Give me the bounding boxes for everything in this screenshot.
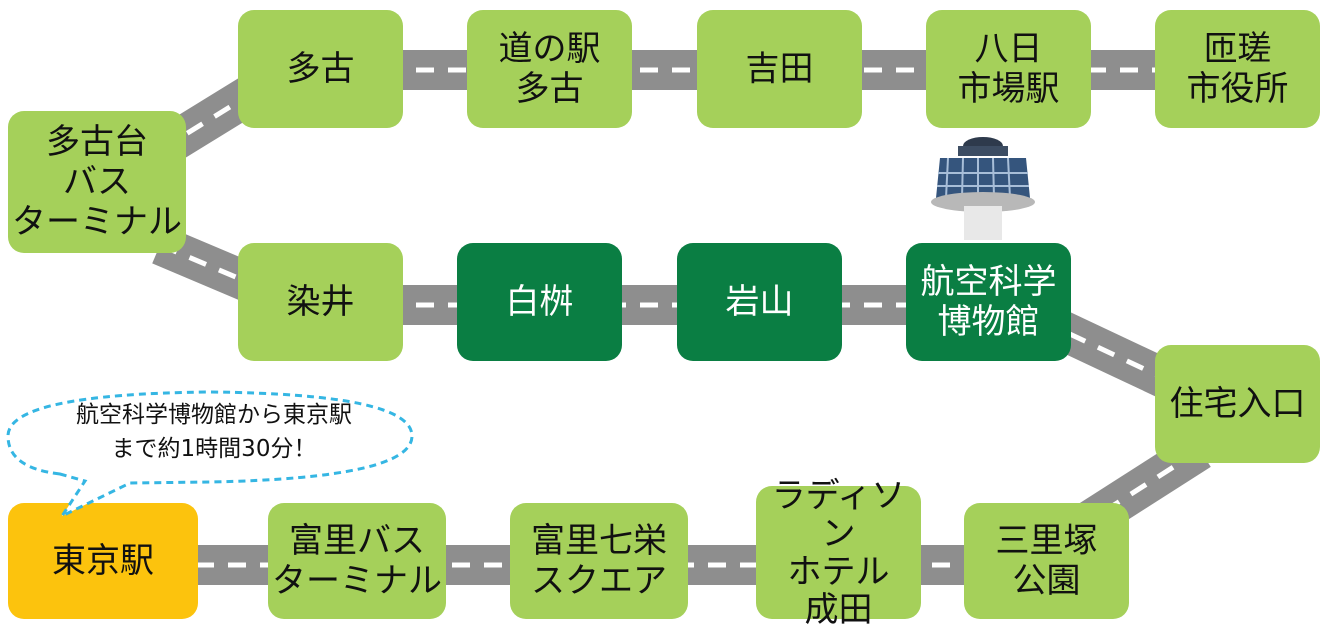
stop-label: 航空科学 博物館: [920, 262, 1057, 342]
stop-tomisato-bus-terminal: 富里バス ターミナル: [268, 503, 446, 619]
stop-label: 染井: [286, 282, 355, 322]
stop-radisson-hotel: ラディソン ホテル 成田: [756, 477, 921, 629]
stop-label: 多古: [286, 49, 355, 89]
stop-yoshida: 吉田: [697, 10, 862, 128]
stop-jutaku-iriguchi: 住宅入口: [1155, 345, 1320, 463]
callout-line-2: まで約1時間30分！: [111, 436, 317, 462]
stop-label: 富里七栄 スクエア: [531, 521, 667, 601]
stop-label: 住宅入口: [1169, 384, 1306, 424]
stop-label: 道の駅 多古: [498, 29, 601, 109]
stop-tako-bus-terminal: 多古台 バス ターミナル: [8, 111, 186, 253]
stop-label: 三里塚 公園: [995, 521, 1098, 601]
stop-label: 白桝: [505, 282, 574, 322]
callout-text: 航空科学博物館から東京駅 まで約1時間30分！: [14, 398, 414, 466]
stop-michinoeki-tako: 道の駅 多古: [467, 10, 632, 128]
stop-label: 東京駅: [52, 541, 154, 581]
stop-label: 匝瑳 市役所: [1186, 29, 1289, 109]
stop-tako: 多古: [238, 10, 403, 128]
stop-yokaichiba-station: 八日 市場駅: [926, 10, 1091, 128]
stop-shiromasu: 白桝: [457, 243, 622, 361]
observation-tower-icon: [931, 137, 1035, 240]
stop-aviation-museum: 航空科学 博物館: [906, 243, 1071, 361]
stop-label: 吉田: [745, 49, 814, 89]
stop-label: 多古台 バス ターミナル: [12, 122, 182, 242]
stop-tomisato-nanae-square: 富里七栄 スクエア: [510, 503, 688, 619]
stop-somei: 染井: [238, 243, 403, 361]
speech-bubble-callout: [6, 390, 414, 520]
stop-tokyo-station: 東京駅: [8, 503, 198, 619]
stop-label: 八日 市場駅: [957, 29, 1060, 109]
stop-label: 岩山: [725, 282, 794, 322]
stop-label: ラディソン ホテル 成田: [771, 475, 906, 630]
stop-iwayama: 岩山: [677, 243, 842, 361]
stop-sanrizuka-park: 三里塚 公園: [964, 503, 1129, 619]
stop-sosa-city-office: 匝瑳 市役所: [1155, 10, 1320, 128]
stop-label: 富里バス ターミナル: [272, 521, 442, 601]
callout-line-1: 航空科学博物館から東京駅: [76, 402, 352, 428]
